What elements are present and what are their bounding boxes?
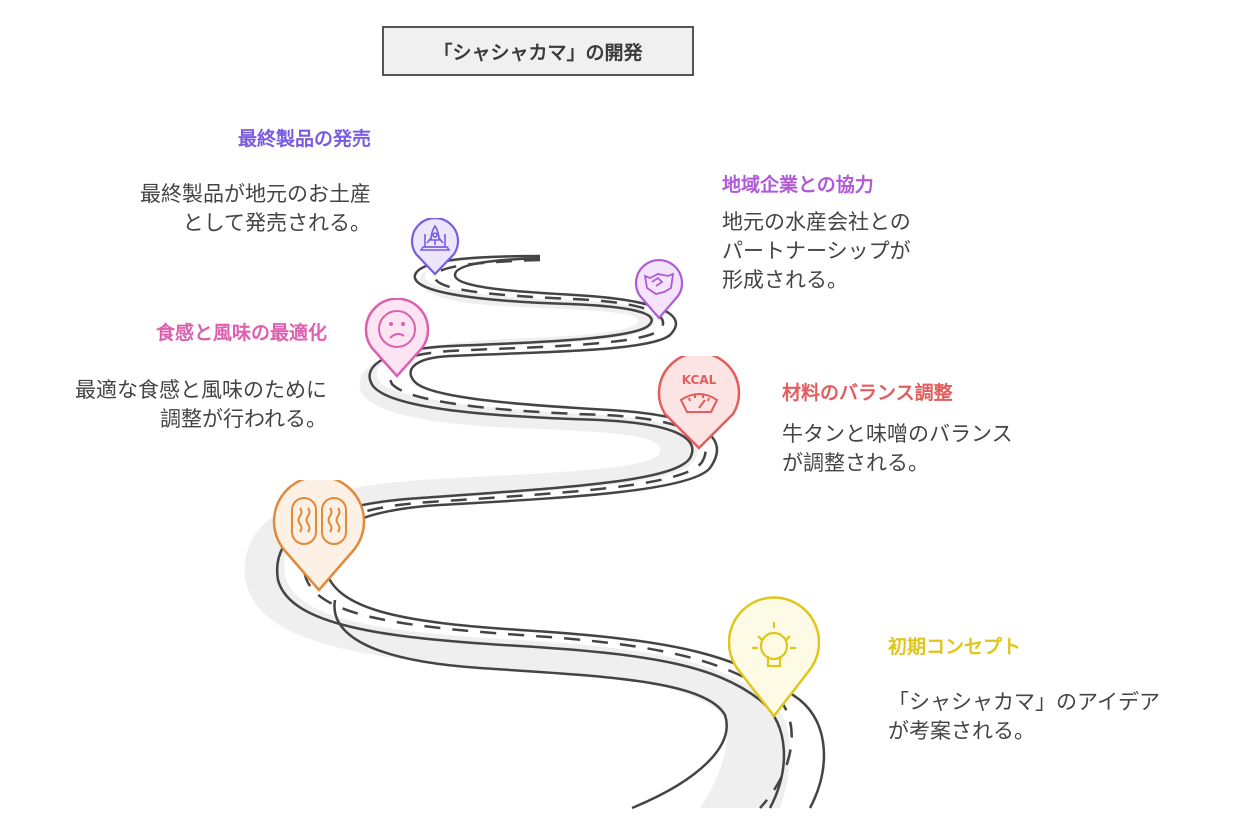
- kcal-scale-icon: [679, 393, 719, 413]
- heading-initial-concept: 初期コンセプト: [888, 636, 1022, 658]
- pin-initial-concept[interactable]: [728, 594, 820, 720]
- pin-flavor[interactable]: [364, 298, 430, 378]
- lightbulb-icon: [752, 622, 796, 668]
- road-surface: [244, 257, 791, 808]
- desc-balance: 牛タンと味噌のバランス が調整される。: [782, 422, 1013, 475]
- kcal-label-icon: KCAL: [682, 373, 717, 387]
- heading-partnership: 地域企業との協力: [722, 174, 874, 196]
- road-center-line: [303, 258, 793, 809]
- pin-launch[interactable]: [410, 218, 460, 276]
- sad-face-icon: [378, 310, 416, 348]
- diagram-title: 「シャシャカマ」の開発: [382, 26, 694, 76]
- heading-flavor: 食感と風味の最適化: [155, 322, 327, 344]
- heading-launch: 最終製品の発売: [237, 128, 371, 150]
- desc-launch: 最終製品が地元のお土産 として発売される。: [140, 182, 371, 235]
- pin-texture[interactable]: [272, 480, 366, 592]
- desc-flavor: 最適な食感と風味のために 調整が行われる。: [75, 378, 327, 431]
- handshake-icon: [643, 272, 675, 295]
- road-edge-outer: [275, 254, 786, 809]
- desc-initial-concept: 「シャシャカマ」のアイデア が考案される。: [888, 690, 1160, 743]
- pin-partnership[interactable]: [634, 258, 684, 320]
- pin-balance[interactable]: KCAL: [655, 356, 743, 450]
- rocket-laptop-icon: [419, 224, 451, 251]
- food-bars-icon: [291, 497, 347, 545]
- heading-balance: 材料のバランス調整: [782, 382, 953, 404]
- road-edge-inner2: [333, 599, 728, 810]
- desc-partnership: 地元の水産会社との パートナーシップが 形成される。: [722, 210, 911, 292]
